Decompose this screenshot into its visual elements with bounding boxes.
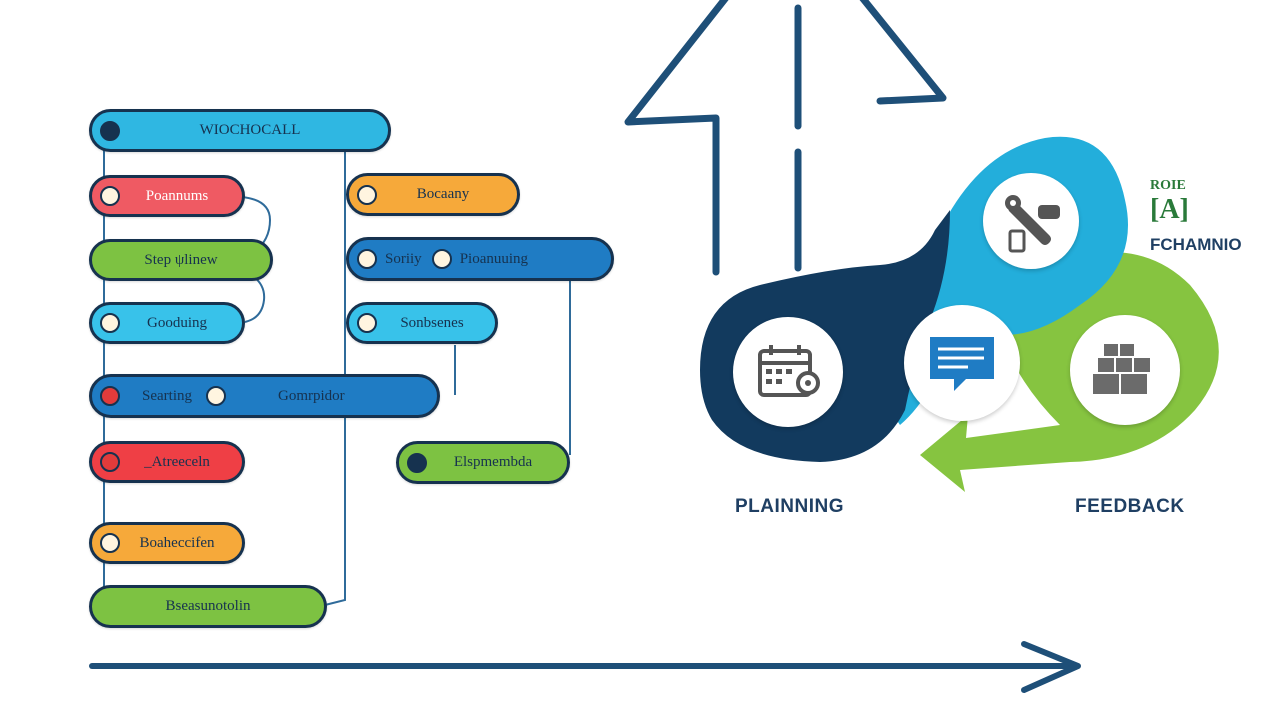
status-dot bbox=[100, 386, 120, 406]
chat-bubble-icon bbox=[904, 305, 1020, 421]
pill-label: Bocaany bbox=[416, 186, 470, 202]
boxes-icon bbox=[1070, 315, 1180, 425]
pill-sonbsenes: Sonbsenes bbox=[346, 302, 498, 344]
pill-label: WIOCHOCALL bbox=[199, 122, 301, 138]
planning-label: PLAINNING bbox=[735, 496, 844, 517]
cycle-green-segment bbox=[920, 252, 1219, 492]
pill-label: Searting bbox=[142, 387, 192, 404]
status-dot bbox=[100, 186, 120, 206]
status-dot bbox=[357, 249, 377, 269]
status-dot bbox=[357, 184, 377, 205]
pill-label: Soriiy bbox=[385, 250, 422, 267]
pill-wiochnocall: WIOCHOCALL bbox=[89, 109, 391, 152]
pill-label: Elspmembda bbox=[453, 454, 533, 470]
status-dot bbox=[407, 452, 427, 473]
status-dot bbox=[431, 249, 452, 269]
pill-label: Step ψlinew bbox=[144, 251, 218, 268]
pill-second-label: Gomrpidor bbox=[278, 387, 345, 404]
pill-label: Bseasunotolin bbox=[165, 598, 251, 614]
calendar-gear-icon bbox=[733, 317, 843, 427]
up-arrow bbox=[624, 0, 947, 276]
pill-label: Poannums bbox=[145, 187, 209, 204]
side-text-line3: FCHAMNIO bbox=[1150, 235, 1242, 254]
pill-label: _Atreeceln bbox=[144, 453, 210, 470]
status-dot bbox=[100, 313, 120, 333]
pill-step: Step ψlinew bbox=[89, 239, 273, 281]
pill-elspmembda: Elspmembda bbox=[396, 441, 570, 484]
status-dot bbox=[100, 533, 120, 553]
pill-bocaany: Bocaany bbox=[346, 173, 520, 216]
pill-poannums: Poannums bbox=[89, 175, 245, 217]
timeline-arrow bbox=[89, 641, 1081, 693]
pill-searting: Searting Gomrpidor bbox=[89, 374, 440, 418]
pill-label: Gooduing bbox=[147, 314, 207, 331]
status-dot bbox=[206, 386, 226, 406]
pill-boaheccifen: Boaheccifen bbox=[89, 522, 245, 564]
side-text-line2: [A] bbox=[1150, 194, 1189, 225]
side-text-line1: ROIE bbox=[1150, 178, 1186, 193]
pill-second-label: Pioanuuing bbox=[459, 250, 529, 267]
pill-soriiy: Soriiy Pioanuuing bbox=[346, 237, 614, 281]
pill-bseasunotolin: Bseasunotolin bbox=[89, 585, 327, 628]
pill-gooduing: Gooduing bbox=[89, 302, 245, 344]
status-dot bbox=[357, 313, 377, 333]
pill-label: Sonbsenes bbox=[400, 314, 464, 331]
wrench-screwdriver-icon bbox=[983, 173, 1079, 269]
pill-label: Boaheccifen bbox=[139, 534, 215, 551]
status-dot bbox=[100, 120, 120, 141]
pill-atreeceln: _Atreeceln bbox=[89, 441, 245, 483]
status-dot bbox=[100, 452, 120, 472]
feedback-label: FEEDBACK bbox=[1075, 496, 1185, 517]
